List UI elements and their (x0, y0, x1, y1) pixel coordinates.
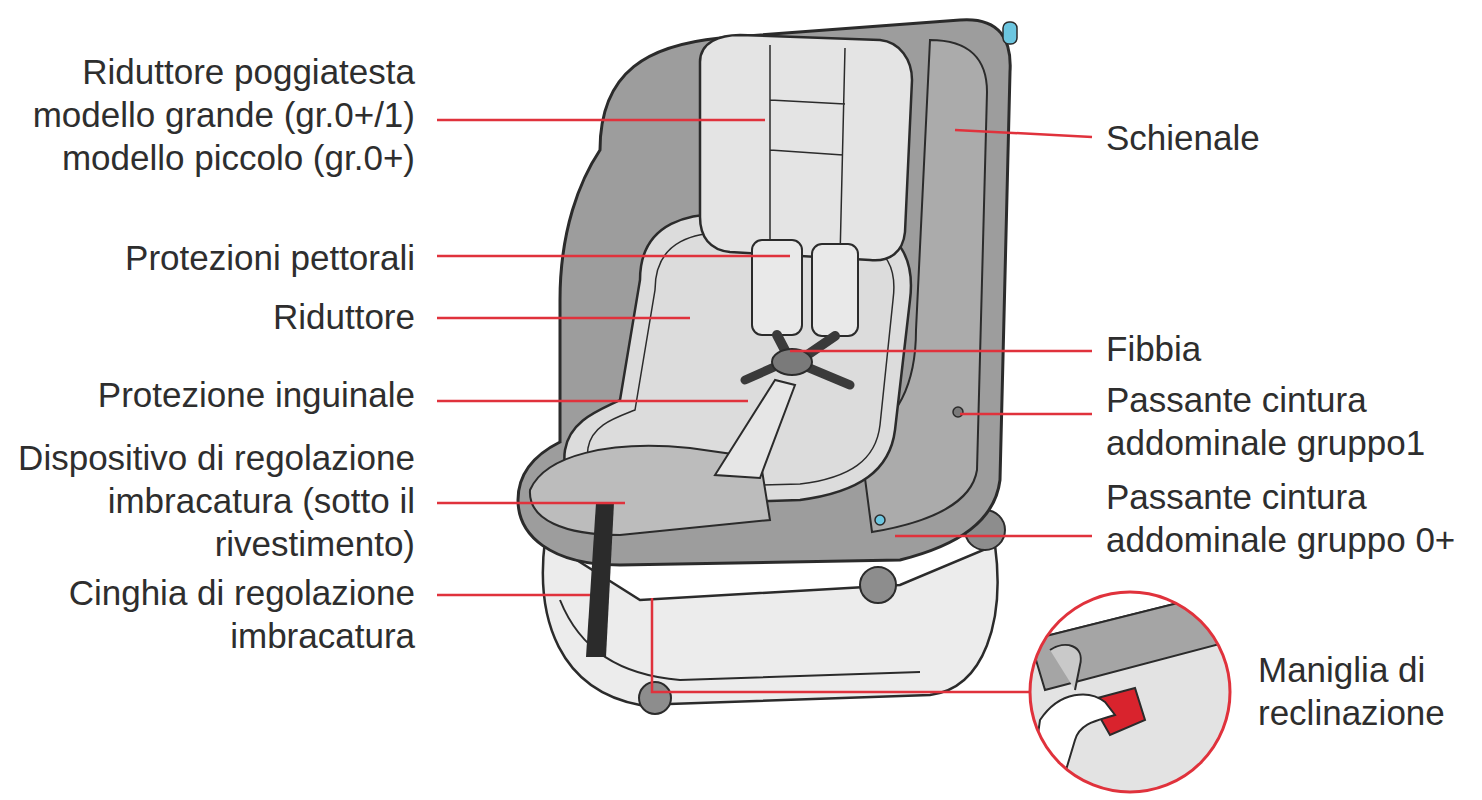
leader-line (960, 413, 1092, 416)
base-edge (560, 600, 920, 680)
leader-line (895, 535, 1092, 538)
leader-line (437, 119, 765, 122)
part-label: Riduttore poggiatesta modello grande (gr… (0, 50, 415, 179)
part-label: Fibbia (1106, 327, 1476, 370)
leader-line (652, 598, 1030, 692)
seat-shell (518, 20, 1010, 565)
chest-pad (812, 244, 858, 336)
part-label: Maniglia di reclinazione (1258, 648, 1458, 734)
base-wheel (860, 567, 896, 603)
leader-line (437, 317, 690, 320)
part-label: Dispositivo di regolazione imbracatura (… (0, 436, 415, 565)
buckle (772, 349, 812, 375)
belt-guide (875, 515, 885, 525)
adjustment-strap (586, 503, 614, 657)
headrest-button (1003, 22, 1017, 44)
base-wheel (639, 682, 671, 714)
part-label: Riduttore (0, 295, 415, 338)
crotch-pad (715, 380, 795, 478)
leader-line (437, 255, 790, 258)
recline-handle-inset (1025, 590, 1235, 800)
part-label: Schienale (1106, 116, 1476, 159)
leader-line (437, 594, 590, 597)
part-label: Passante cintura addominale gruppo 0+ (1106, 475, 1476, 561)
leader-lines (437, 120, 1092, 692)
inset-circle (1030, 592, 1230, 792)
leader-line (955, 130, 1092, 137)
leader-line (790, 350, 1092, 353)
leader-line (437, 400, 748, 403)
belt-guide (953, 407, 963, 417)
part-label: Protezioni pettorali (0, 236, 415, 279)
headrest-reducer (700, 35, 912, 260)
part-label: Cinghia di regolazione imbracatura (0, 571, 415, 657)
chest-pad (752, 240, 802, 335)
headrest-seams (770, 45, 845, 258)
leader-line (437, 502, 625, 505)
part-label: Passante cintura addominale gruppo1 (1106, 378, 1476, 464)
part-label: Protezione inguinale (0, 373, 415, 416)
